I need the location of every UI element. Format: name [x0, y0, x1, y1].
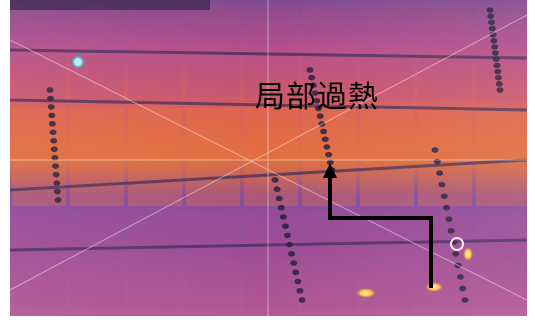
hotspot-annotation-label: 局部過熱	[255, 80, 379, 115]
thermal-solar-panel-image	[10, 0, 527, 316]
annotation-arrow	[323, 163, 433, 288]
